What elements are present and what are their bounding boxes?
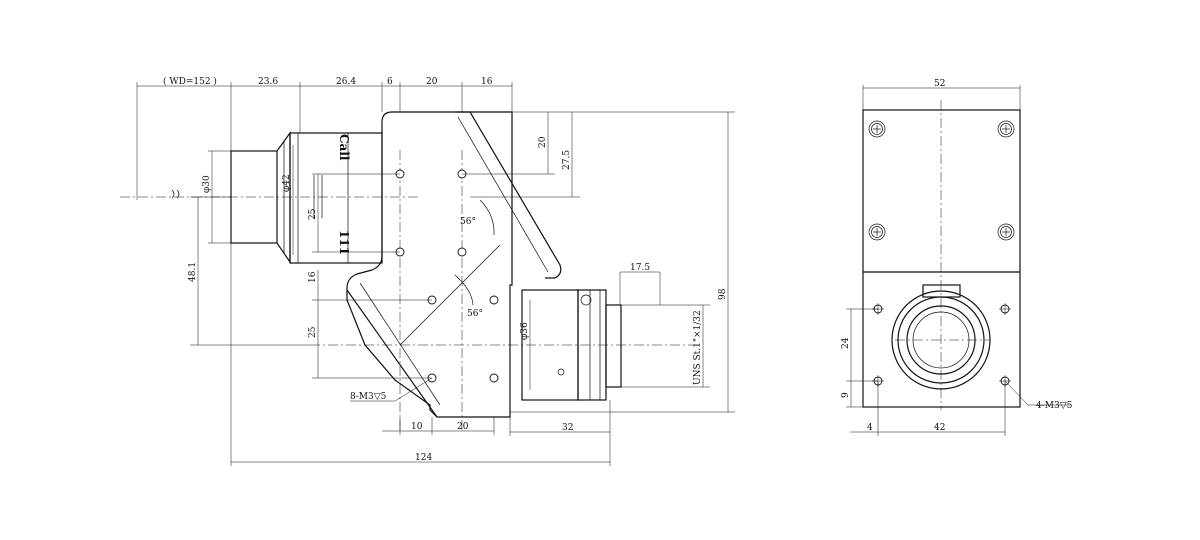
- lens-taper: [276, 131, 291, 264]
- mirror-line-upper: [457, 116, 549, 273]
- screw-spec-left: 8-M3▽5: [350, 392, 387, 402]
- camera-thread: [605, 304, 622, 388]
- dim-angle-lower: 56°: [467, 309, 483, 319]
- mirror-edge-upper: [455, 111, 562, 279]
- front-view: 52 24 9 4 42 4-M3▽5: [841, 79, 1073, 436]
- dim-25-lower: 25: [308, 326, 318, 338]
- dim-32: 32: [562, 423, 573, 433]
- dim-98: 98: [718, 288, 728, 300]
- dim-25-upper: 25: [308, 208, 318, 220]
- screw-spec-right: 4-M3▽5: [1036, 401, 1073, 411]
- dim-26-4: 26.4: [336, 77, 356, 87]
- housing-body: [346, 111, 513, 418]
- dim-6: 6: [387, 77, 393, 87]
- dim-124: 124: [415, 453, 432, 463]
- dim-52: 52: [934, 79, 945, 89]
- dim-24: 24: [841, 337, 851, 349]
- angle-arc-upper: [479, 199, 495, 236]
- dim-23-6: 23.6: [258, 77, 278, 87]
- break-symbol: [171, 189, 180, 199]
- dim-16-left: 16: [308, 271, 318, 283]
- lens-label: Call: [337, 134, 351, 161]
- sensor-opening: [912, 311, 970, 369]
- dim-20-bottom: 20: [457, 422, 469, 432]
- mount-hole: [457, 247, 467, 257]
- angle-ref-line: [399, 244, 501, 346]
- side-view: Call 111: [120, 76, 735, 466]
- dim-phi-36: φ36: [520, 322, 530, 340]
- screw-icon: [997, 223, 1015, 241]
- mount-inner-ring: [906, 305, 976, 375]
- dim-angle-upper: 56°: [460, 217, 476, 227]
- dim-wd: ( WD=152 ): [163, 76, 217, 87]
- dim-thread: UNS St.1"×1/32: [693, 310, 703, 385]
- set-screw: [580, 294, 592, 306]
- leader-line: [1004, 380, 1029, 406]
- mount-hole: [489, 373, 499, 383]
- dim-9: 9: [841, 392, 851, 398]
- dim-20-right: 20: [538, 136, 548, 148]
- dim-10: 10: [411, 422, 423, 432]
- lens-body: [289, 132, 383, 264]
- dim-phi-30: φ30: [202, 175, 212, 193]
- dim-27-5: 27.5: [562, 150, 572, 170]
- screw-icon: [868, 223, 886, 241]
- mount-outer-ring: [891, 290, 991, 390]
- dim-4: 4: [867, 423, 873, 433]
- front-outline: [862, 109, 1021, 408]
- dim-48-1: 48.1: [188, 262, 198, 282]
- dim-17-5: 17.5: [630, 263, 650, 273]
- hole-icon: [999, 303, 1011, 315]
- angle-arc-lower: [454, 274, 474, 306]
- lens-label-2: 111: [337, 230, 351, 255]
- screw-icon: [997, 120, 1015, 138]
- mount-ring: [897, 296, 985, 384]
- dim-20-top: 20: [426, 77, 438, 87]
- leader-line-2: [394, 377, 433, 402]
- mount-marker: [557, 368, 565, 376]
- dim-phi-42: φ42: [282, 174, 292, 192]
- dim-42: 42: [934, 423, 945, 433]
- mirror-edge-lower: [346, 289, 438, 418]
- screw-icon: [868, 120, 886, 138]
- dim-16-top: 16: [481, 77, 493, 87]
- mount-hole: [489, 295, 499, 305]
